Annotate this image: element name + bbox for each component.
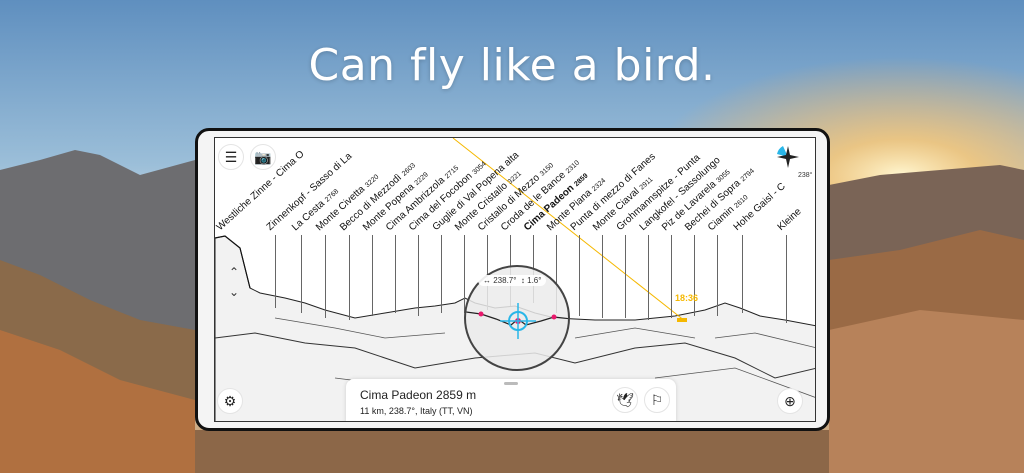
sliders-icon: ⚙ <box>223 392 237 409</box>
menu-icon: ☰ <box>224 148 238 165</box>
sun-path-line <box>452 138 686 322</box>
flag-button[interactable]: ⚐ <box>644 387 670 413</box>
peak-leader-line <box>441 235 442 313</box>
peak-leader-line <box>275 235 276 308</box>
peak-leader-line <box>349 235 350 320</box>
peak-leader-line <box>625 235 626 318</box>
selected-peak-subtitle: 11 km, 238.7°, Italy (TT, VN) <box>360 406 473 416</box>
peak-leader-line <box>694 235 695 316</box>
locate-button[interactable]: ⊕ <box>777 388 803 414</box>
chevron-up-icon[interactable]: ⌃ <box>229 265 240 279</box>
peak-leader-line <box>671 235 672 318</box>
headline: Can fly like a bird. <box>308 40 716 91</box>
bird-icon: 🕊 <box>616 391 634 408</box>
chevron-down-icon[interactable]: ⌄ <box>229 285 240 299</box>
peak-leader-line <box>786 235 787 323</box>
selected-peak-panel[interactable]: Cima Padeon 2859 m 11 km, 238.7°, Italy … <box>346 379 676 421</box>
peak-leader-line <box>464 235 465 313</box>
elevation-value: ↕ 1.6° <box>520 276 542 285</box>
lens-crosshair <box>466 303 568 339</box>
peak-leader-line <box>717 235 718 316</box>
sun-marker <box>677 318 687 322</box>
compass-button[interactable] <box>775 144 801 170</box>
crosshair-icon: ⊕ <box>784 392 796 409</box>
lens-readout: ↔ 238.7° ↕ 1.6° <box>478 275 547 286</box>
flag-icon: ⚐ <box>650 391 664 408</box>
selected-peak-title: Cima Padeon 2859 m <box>360 388 477 402</box>
compass-heading: 238° <box>798 172 813 179</box>
peak-leader-line <box>556 235 557 313</box>
peak-leader-line <box>648 235 649 320</box>
fly-button[interactable]: 🕊 <box>612 387 638 413</box>
menu-button[interactable]: ☰ <box>218 144 244 170</box>
peak-leader-line <box>372 235 373 316</box>
camera-button[interactable]: 📷 <box>250 144 276 170</box>
camera-icon: 📷 <box>254 148 272 165</box>
tilt-controls[interactable]: ⌃⌄ <box>229 262 239 302</box>
compass-icon <box>777 146 799 168</box>
peak-leader-line <box>301 235 302 313</box>
peak-leader-line <box>742 235 743 313</box>
peak-leader-line <box>579 235 580 316</box>
azimuth-value: ↔ 238.7° <box>483 276 517 285</box>
drag-handle[interactable] <box>504 382 518 385</box>
sunset-time: 18:36 <box>675 293 699 303</box>
peak-leader-line <box>395 235 396 313</box>
settings-button[interactable]: ⚙ <box>217 388 243 414</box>
peak-leader-line <box>325 235 326 318</box>
peak-leader-line <box>602 235 603 318</box>
peak-leader-line <box>418 235 419 316</box>
